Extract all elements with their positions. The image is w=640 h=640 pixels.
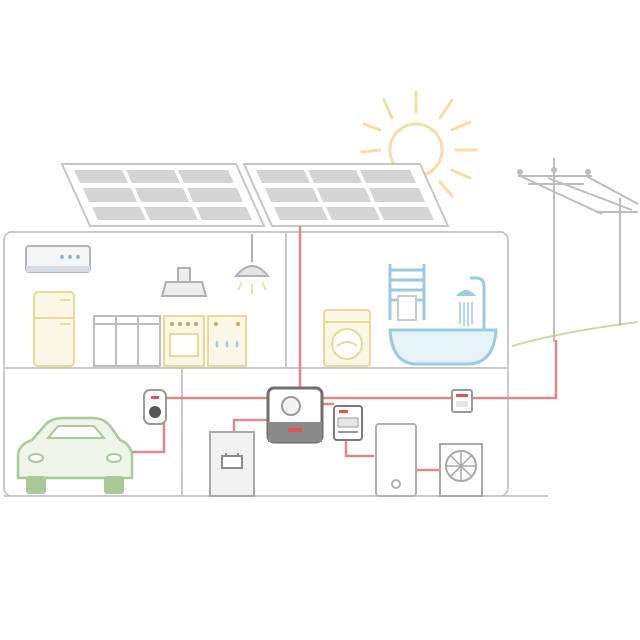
electric-car-icon — [16, 416, 134, 494]
kitchen-cabinet-icon — [93, 315, 161, 367]
ceiling-lamp-icon — [233, 234, 271, 294]
smart-meter-icon — [333, 405, 363, 441]
shower-icon — [456, 276, 486, 332]
solar-panel-icon — [60, 163, 266, 227]
inverter-icon — [266, 386, 324, 444]
ev-charger-icon — [143, 389, 167, 425]
solar-panel-icon — [242, 163, 450, 227]
heat-pump-icon — [439, 443, 483, 497]
refrigerator-icon — [33, 291, 75, 367]
oven-icon — [163, 315, 205, 367]
towel-radiator-icon — [388, 264, 426, 321]
stove-icon — [207, 315, 247, 367]
range-hood-icon — [160, 267, 208, 297]
water-heater-icon — [375, 423, 417, 497]
grid-meter-icon — [451, 389, 473, 413]
bathtub-icon — [388, 328, 498, 366]
battery-storage-icon — [209, 431, 255, 497]
washing-machine-icon — [323, 309, 371, 367]
power-cables — [114, 226, 558, 472]
utility-pole-icon — [517, 158, 639, 342]
grassy-hill — [511, 321, 639, 347]
air-conditioner-icon — [25, 245, 91, 273]
